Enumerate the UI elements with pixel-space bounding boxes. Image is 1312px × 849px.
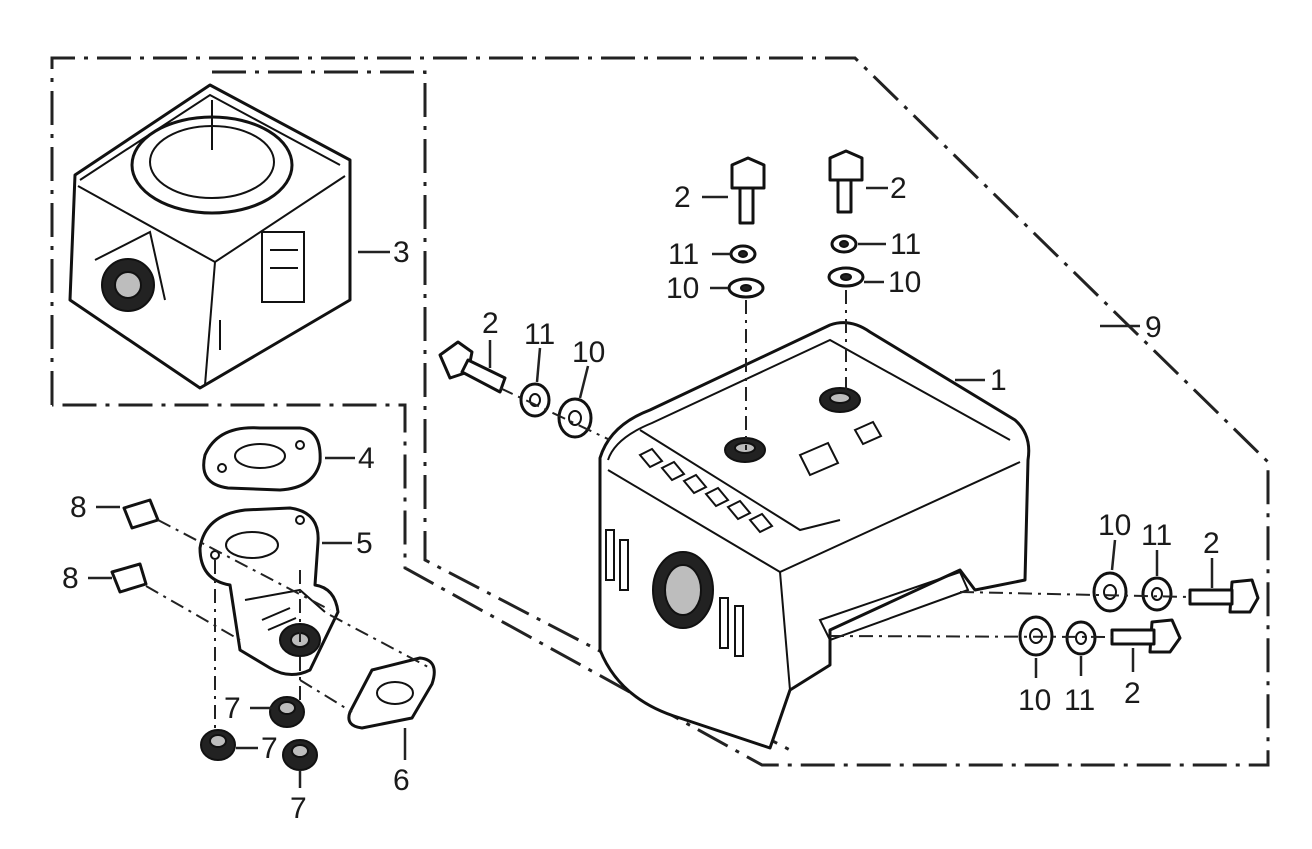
callout-11-right-lower: 11 xyxy=(1064,684,1095,717)
callout-2-right-lower: 2 xyxy=(1124,677,1141,710)
callout-1: 1 xyxy=(990,364,1007,397)
callout-9: 9 xyxy=(1145,311,1162,344)
callout-2-right-upper: 2 xyxy=(1203,527,1220,560)
callout-10-right-lower: 10 xyxy=(1018,684,1051,717)
callout-10-top-right: 10 xyxy=(888,266,921,299)
callout-6: 6 xyxy=(393,764,410,797)
callout-7-lower: 7 xyxy=(290,792,307,825)
part-7-nuts xyxy=(200,696,318,771)
callouts: 1 2 2 2 2 2 3 4 5 6 7 7 7 8 8 9 10 10 10… xyxy=(62,172,1220,825)
bolt-top-left xyxy=(730,156,766,225)
bolt-left xyxy=(438,340,507,394)
callout-10-top-left: 10 xyxy=(666,272,699,305)
part-4-gasket xyxy=(202,426,322,492)
leader-lines xyxy=(88,186,1214,788)
callout-7-middle: 7 xyxy=(261,732,278,765)
callout-3: 3 xyxy=(393,236,410,269)
part-3-housing xyxy=(68,83,352,390)
callout-2-top-left: 2 xyxy=(674,181,691,214)
callout-11-top-right: 11 xyxy=(890,228,921,261)
assembly-center-lines xyxy=(299,290,1191,713)
callout-7-upper: 7 xyxy=(224,692,241,725)
boundary-assembly-9 xyxy=(50,56,1270,767)
callout-8-lower: 8 xyxy=(62,562,79,595)
callout-11-right-upper: 11 xyxy=(1141,519,1172,552)
part-6-gasket xyxy=(347,656,436,730)
callout-2-top-right: 2 xyxy=(890,172,907,205)
callout-11-left: 11 xyxy=(524,318,555,351)
vent-slots-top xyxy=(638,447,774,534)
callout-10-right-upper: 10 xyxy=(1098,509,1131,542)
bolt-right-upper xyxy=(1188,578,1260,614)
bolt-right-lower xyxy=(1110,618,1182,654)
callout-8-upper: 8 xyxy=(70,491,87,524)
callout-10-left: 10 xyxy=(572,336,605,369)
bolt-top-right xyxy=(828,149,864,214)
part-8-studs xyxy=(110,498,331,641)
callout-11-top-left: 11 xyxy=(668,238,699,271)
part-5-manifold xyxy=(198,506,340,735)
part-2-bolts xyxy=(438,149,1260,654)
parts-10-11-washers xyxy=(519,234,1173,657)
callout-2-left: 2 xyxy=(482,307,499,340)
part-1-muffler-protector xyxy=(598,321,1031,750)
callout-5: 5 xyxy=(356,527,373,560)
vent-slots-front xyxy=(605,529,744,657)
callout-4: 4 xyxy=(358,442,375,475)
